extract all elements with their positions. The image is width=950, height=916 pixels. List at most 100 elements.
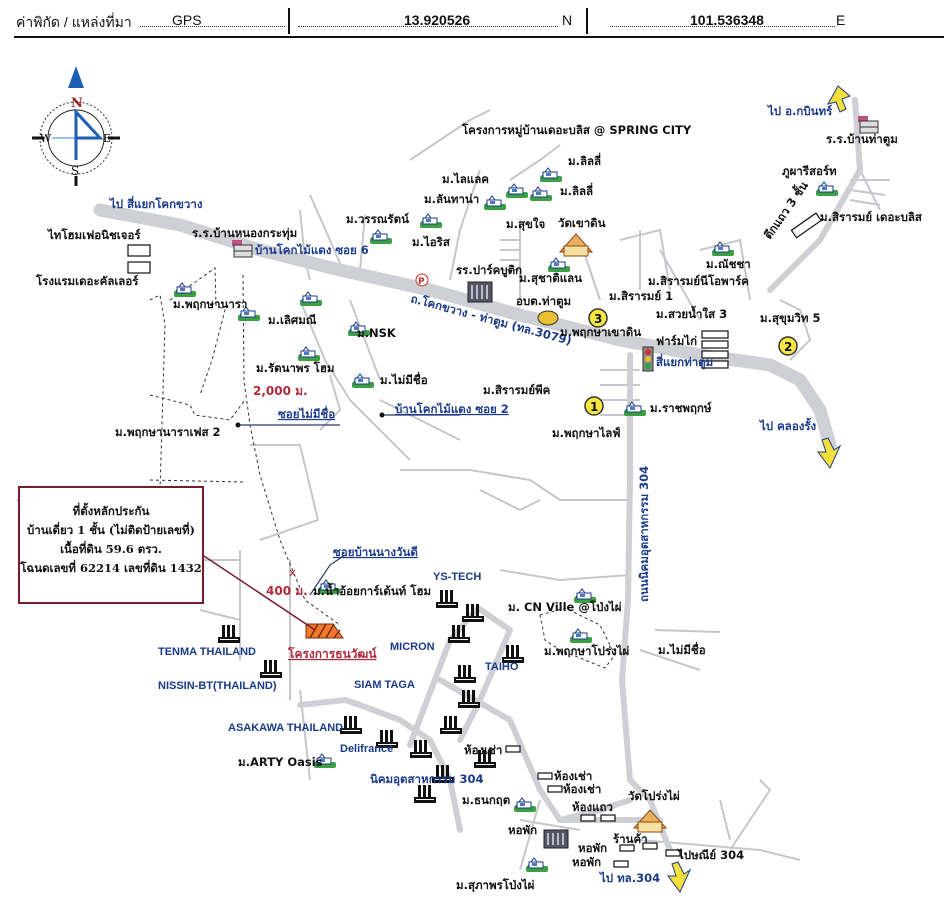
label-nissin: NISSIN-BT(THAILAND) bbox=[158, 680, 277, 692]
longitude-suffix: E bbox=[836, 12, 846, 28]
label-industrial-estate: นิคมอุตสาหกรรม 304 bbox=[370, 772, 483, 787]
village-icon bbox=[420, 213, 442, 228]
label-rental-3: ห้องเช่า bbox=[563, 782, 601, 796]
factory-icon bbox=[458, 690, 480, 708]
village-icon bbox=[484, 195, 506, 210]
label-soi-nang-wan-di: ซอยบ้านนางวันดี bbox=[333, 545, 418, 559]
village-icon bbox=[298, 346, 320, 361]
distance-400: 400 ม. bbox=[266, 584, 308, 598]
longitude-value: 101.536348 bbox=[690, 12, 764, 28]
village-icon bbox=[300, 291, 322, 306]
factory-icon bbox=[410, 740, 432, 758]
factory-labels: TENMA THAILAND NISSIN-BT(THAILAND) ASAKA… bbox=[158, 571, 519, 755]
label-nsk: ม.NSK bbox=[357, 326, 397, 340]
label-tenma: TENMA THAILAND bbox=[158, 646, 256, 658]
village-icon bbox=[314, 753, 336, 768]
landmark-icons: P bbox=[232, 116, 879, 849]
label-lilac: ม.ไลแลค bbox=[442, 172, 489, 186]
compass-north: N bbox=[71, 96, 83, 111]
gas-station-icon: P bbox=[415, 273, 429, 287]
label-rental-1: ห้องเช่า bbox=[464, 743, 502, 757]
compass-west: W bbox=[40, 132, 52, 145]
label-pruksa-pong-phai: ม.พฤกษาโปร่งไผ่ bbox=[544, 643, 630, 658]
label-no-name-1: ม.ไม่มีชื่อ bbox=[380, 371, 428, 387]
label-junction: สี่แยกท่าตูม bbox=[656, 353, 713, 370]
temple-icon bbox=[558, 233, 594, 257]
village-icon bbox=[352, 373, 374, 388]
village-icon bbox=[624, 401, 646, 416]
label-pruksa-khao-din: ม.พฤกษาเขาดิน bbox=[560, 325, 641, 339]
label-micron: MICRON bbox=[390, 641, 435, 653]
label-siam-taga: SIAM TAGA bbox=[354, 679, 415, 691]
label-natcha: ม.ณัชชา bbox=[706, 257, 751, 271]
place-labels: ไทโฮมเฟอนิชเจอร์ โรงแรมเดอะคัลเลอร์ ร.ร.… bbox=[35, 122, 923, 893]
distance-2000: 2,000 ม. bbox=[253, 384, 308, 398]
marker-2: 2 bbox=[784, 340, 792, 354]
arrow-south-icon bbox=[667, 861, 692, 893]
compass-rose: N S E W bbox=[32, 66, 120, 186]
label-thai-home: ไทโฮมเฟอนิชเจอร์ bbox=[46, 227, 141, 242]
dormitory-icon bbox=[543, 829, 569, 849]
factory-icon bbox=[414, 785, 436, 803]
temple-icon bbox=[632, 809, 668, 833]
dotted-line bbox=[140, 26, 285, 27]
header-underline bbox=[14, 36, 944, 38]
label-school-park: รร.ปาร์คบูติก bbox=[456, 263, 522, 278]
factory-icon bbox=[462, 604, 484, 622]
label-arty-oasis: ม.ARTY Oasis bbox=[238, 755, 323, 769]
direction-arrows bbox=[667, 85, 851, 893]
label-delifrance: Delifrance bbox=[340, 743, 393, 755]
compass-east: E bbox=[103, 132, 111, 145]
label-pruksa-nara-2: ม.พฤกษานาราเฟส 2 bbox=[115, 425, 221, 439]
village-icon bbox=[506, 183, 528, 198]
village-icon bbox=[238, 306, 260, 321]
label-no-name-2: ม.ไม่มีชื่อ bbox=[658, 641, 706, 657]
label-pruksa-nara: ม.พฤกษานารา bbox=[173, 297, 247, 311]
label-phuphari: ภูผารีสอร์ท bbox=[782, 164, 837, 179]
label-lily-2: ม.ลิลลี่ bbox=[560, 182, 593, 198]
factory-icons bbox=[218, 590, 524, 803]
label-to-kok-kwang: ไป สี่แยกโคกขวาง bbox=[108, 195, 203, 211]
label-wat-prong-phai: วัดโปร่งไผ่ bbox=[628, 788, 680, 803]
label-iris: ม.ไอริส bbox=[412, 235, 451, 249]
label-soi-6: บ้านโคกไม้แดง ซอย 6 bbox=[255, 242, 369, 257]
label-industrial-road: ถนนนิคมอุตสาหกรรม 304 bbox=[637, 466, 652, 602]
factory-icon bbox=[340, 716, 362, 734]
label-hotel: โรงแรมเดอะคัลเลอร์ bbox=[35, 273, 139, 288]
village-icon bbox=[548, 257, 570, 272]
label-to-khlong-rang: ไป คลองรั้ง bbox=[758, 417, 817, 433]
village-icon bbox=[530, 186, 552, 201]
label-dorm-2: หอพัก bbox=[578, 841, 607, 855]
factory-icon bbox=[432, 765, 454, 783]
traffic-light-icon bbox=[642, 346, 654, 372]
callout-house-type: บ้านเดี่ยว 1 ชั้น (ไม่ติดป้ายเลขที่) bbox=[27, 523, 195, 537]
factory-icon bbox=[376, 730, 398, 748]
label-rattanaporn: ม.รัตนาพร โฮม bbox=[256, 360, 334, 375]
label-suay-nam-sai: ม.สวยน้ำใส 3 bbox=[656, 305, 727, 321]
label-ratchapruek: ม.ราชพฤกษ์ bbox=[650, 401, 712, 415]
header-separator bbox=[288, 8, 290, 34]
label-siram-1: ม.สิรารมย์ 1 bbox=[609, 289, 673, 303]
village-icon bbox=[570, 628, 592, 643]
dotted-line bbox=[298, 26, 558, 27]
factory-icon bbox=[436, 590, 458, 608]
dashed-boundaries bbox=[149, 267, 616, 669]
factory-icon bbox=[260, 660, 282, 678]
factory-icon bbox=[448, 625, 470, 643]
label-wannarat: ม.วรรณรัตน์ bbox=[346, 212, 409, 226]
callout-land-area: เนื้อที่ดิน 59.6 ตรว. bbox=[60, 542, 162, 556]
label-thanakrit: ม.ธนกฤต bbox=[462, 793, 510, 807]
coord-label: ค่าพิกัด / แหล่งที่มา bbox=[16, 14, 132, 30]
label-rental-2: ห้องเช่า bbox=[554, 769, 592, 783]
office-building-icon bbox=[467, 281, 493, 303]
compass-south: S bbox=[71, 164, 79, 178]
factory-icon bbox=[440, 716, 462, 734]
coordinate-header: ค่าพิกัด / แหล่งที่มา GPS 13.920526 N 10… bbox=[0, 0, 950, 40]
north-arrow-icon bbox=[68, 66, 84, 88]
label-post-office: ไปษณีย์ 304 bbox=[676, 848, 744, 862]
arrow-southeast-icon bbox=[817, 437, 842, 469]
project-plot bbox=[17, 499, 344, 639]
village-icon bbox=[318, 579, 340, 594]
label-asakawa: ASAKAWA THAILAND bbox=[228, 722, 343, 734]
